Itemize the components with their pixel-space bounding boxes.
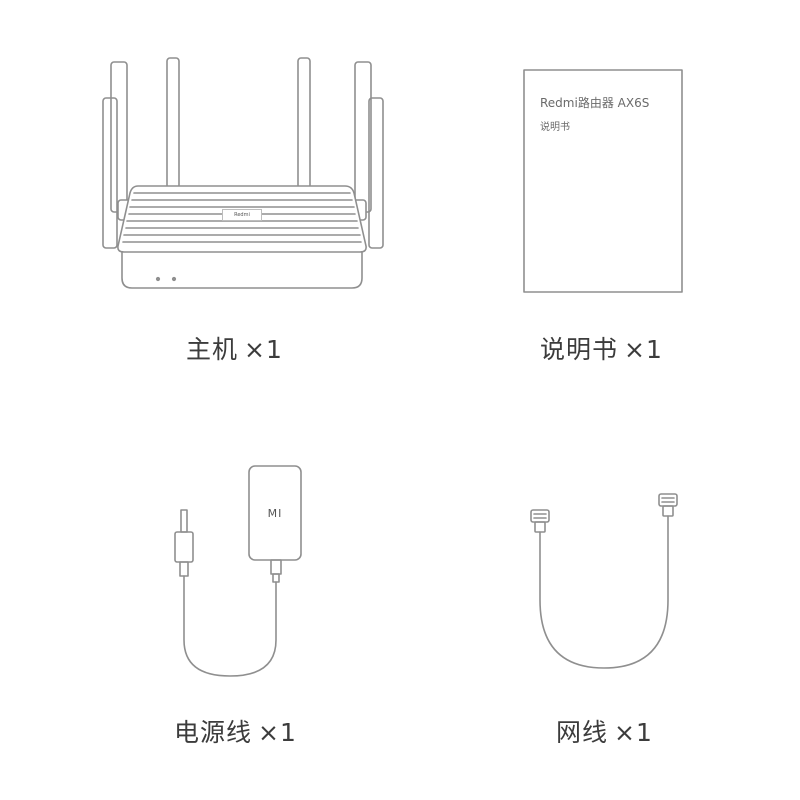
ethernet-cable-illustration-icon — [530, 493, 678, 669]
caption-power-cable-name: 电源线 — [174, 718, 253, 747]
caption-router-name: 主机 — [186, 335, 239, 364]
power-adapter-illustration-icon — [174, 465, 302, 677]
router-brand-badge: Redmi — [222, 209, 262, 221]
adapter-logo: MI — [267, 507, 283, 520]
caption-router: 主机×1 — [186, 330, 283, 366]
router-illustration-icon — [102, 57, 384, 289]
manual-cover-subtitle: 说明书 — [540, 122, 570, 133]
caption-ethernet-cable-name: 网线 — [556, 718, 609, 747]
caption-power-cable-qty: ×1 — [258, 718, 297, 747]
manual-illustration-icon — [523, 69, 683, 293]
caption-router-qty: ×1 — [244, 335, 283, 364]
caption-power-cable: 电源线×1 — [174, 713, 297, 749]
caption-ethernet-cable-qty: ×1 — [614, 718, 653, 747]
caption-manual-name: 说明书 — [540, 335, 619, 364]
caption-manual-qty: ×1 — [624, 335, 663, 364]
caption-manual: 说明书×1 — [540, 330, 663, 366]
caption-ethernet-cable: 网线×1 — [556, 713, 653, 749]
manual-cover-title: Redmi路由器 AX6S — [540, 96, 650, 110]
